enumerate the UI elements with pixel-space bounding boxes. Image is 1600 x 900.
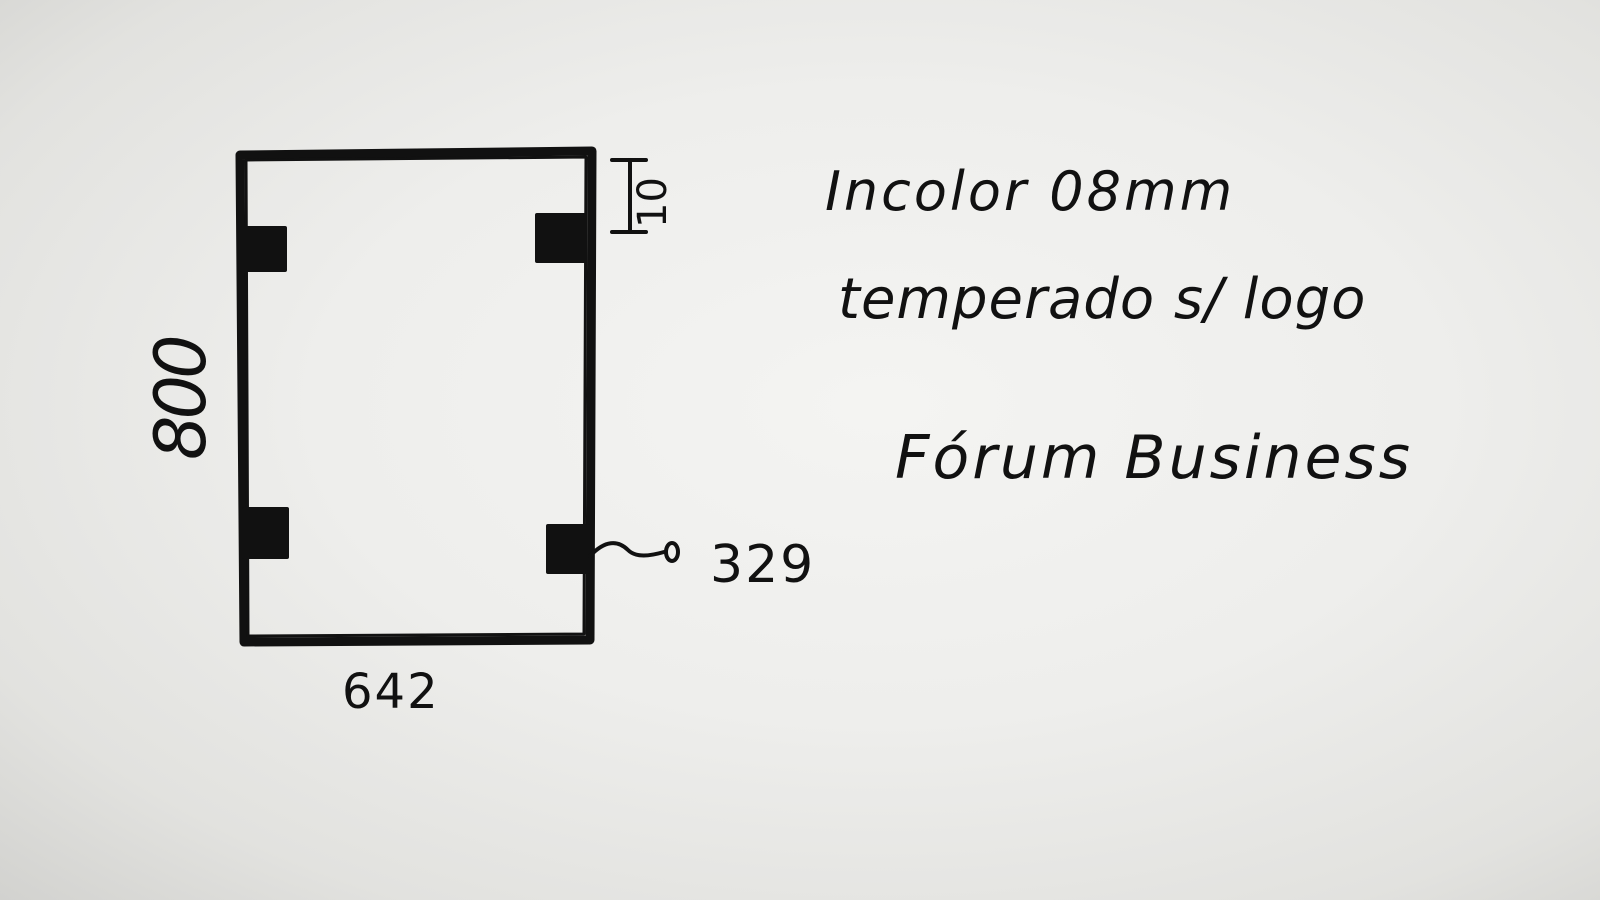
width-label: 642 [342,664,440,720]
hinge-position-label: 329 [710,535,815,595]
hinge-offset-label: 10 [630,177,676,228]
spec-tempered-no-logo: temperado s/ logo [838,267,1366,332]
hinges [240,213,590,574]
hinge-position-leader [588,541,680,563]
hinge-bottom-right [546,524,590,574]
glass-panel-outline [235,146,597,647]
height-label: 800 [140,337,222,460]
hinge-top-right [535,213,587,263]
hinge-top-left [240,226,287,272]
hinge-bottom-left [242,507,289,559]
spec-glass-type: Incolor 08mm [825,160,1235,223]
offset-dimension-bracket [610,158,648,234]
spec-client-name: Fórum Business [895,423,1413,493]
